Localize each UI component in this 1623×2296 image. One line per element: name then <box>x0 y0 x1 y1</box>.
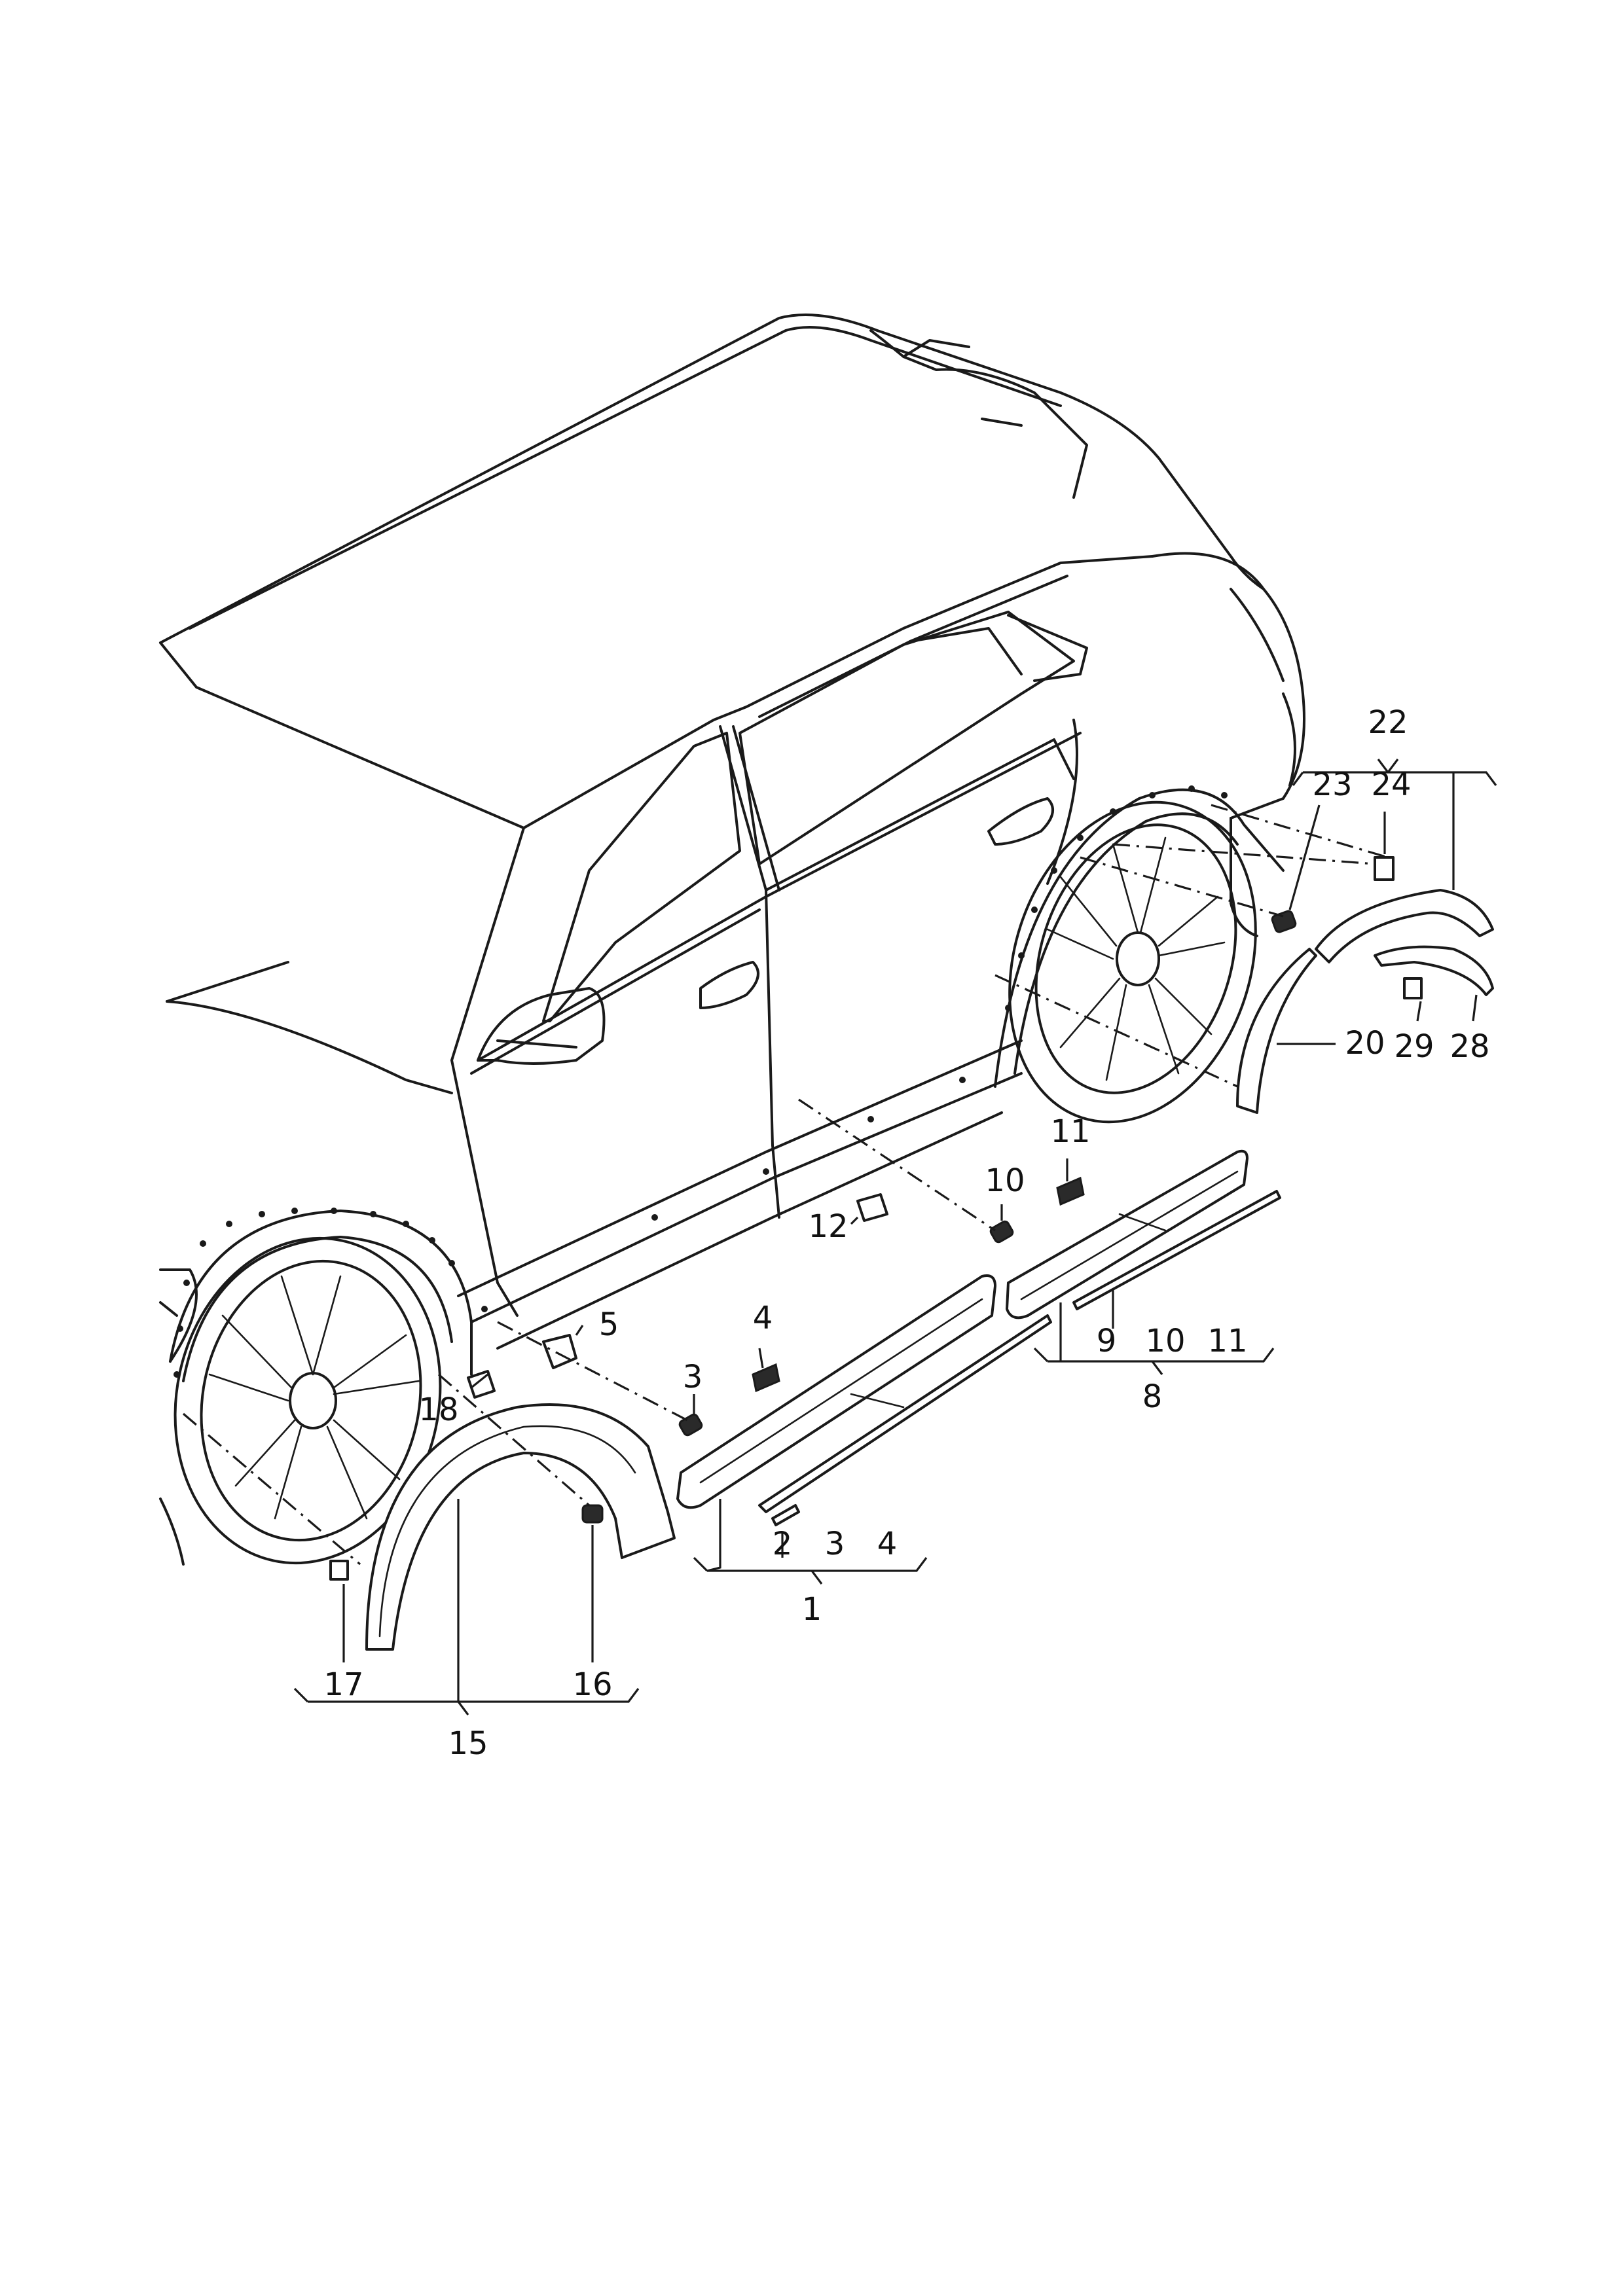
clip-23 <box>1271 910 1297 933</box>
callout-3-clip: 3 <box>683 1359 703 1395</box>
callout-8: 8 <box>1142 1378 1163 1415</box>
clip-18 <box>467 1370 496 1399</box>
callout-17: 17 <box>323 1666 363 1703</box>
leader-lines <box>293 759 1497 1715</box>
rear-wheel-arch-trim <box>1236 889 1494 1114</box>
callout-5: 5 <box>599 1306 619 1343</box>
clip-5 <box>542 1334 577 1369</box>
clip-4 <box>752 1363 780 1393</box>
callout-10: 10 <box>1145 1323 1185 1359</box>
clip-24 <box>1374 856 1395 881</box>
callout-4-clip: 4 <box>753 1300 773 1336</box>
front-wheel-arch-trim <box>365 1403 676 1651</box>
clip-12 <box>856 1193 888 1222</box>
callout-24: 24 <box>1371 766 1411 803</box>
callout-22: 22 <box>1368 704 1408 741</box>
clip-17 <box>329 1560 349 1581</box>
callout-11-clip: 11 <box>1050 1113 1090 1150</box>
front-wheel <box>173 1236 442 1565</box>
callout-28: 28 <box>1450 1028 1489 1065</box>
fender-mounting-dots <box>173 785 1228 1378</box>
clip-10 <box>989 1220 1014 1244</box>
rear-wheel <box>1008 800 1257 1124</box>
callout-15: 15 <box>448 1725 488 1762</box>
clip-29 <box>1403 977 1423 999</box>
callout-12: 12 <box>808 1208 848 1245</box>
callout-20: 20 <box>1345 1025 1385 1062</box>
callout-4: 4 <box>877 1526 898 1562</box>
callout-11: 11 <box>1207 1323 1247 1359</box>
rear-sill-trim <box>1006 1149 1281 1319</box>
callout-29: 29 <box>1394 1028 1434 1065</box>
callout-18: 18 <box>418 1391 458 1428</box>
callout-23: 23 <box>1312 766 1352 803</box>
front-sill-trim <box>676 1274 1052 1526</box>
callout-labels: 1 2 3 4 3 4 5 8 9 10 11 10 11 12 15 16 1… <box>323 704 1489 1762</box>
callout-1: 1 <box>802 1591 822 1628</box>
callout-3: 3 <box>825 1526 845 1562</box>
assembly-lines <box>182 804 1389 1566</box>
callout-9: 9 <box>1097 1323 1117 1359</box>
callout-16: 16 <box>572 1666 612 1703</box>
callout-10-clip: 10 <box>985 1162 1025 1199</box>
vehicle-body <box>159 313 1305 1566</box>
clip-16 <box>581 1504 604 1524</box>
clip-11 <box>1056 1176 1085 1206</box>
callout-2: 2 <box>773 1526 793 1562</box>
